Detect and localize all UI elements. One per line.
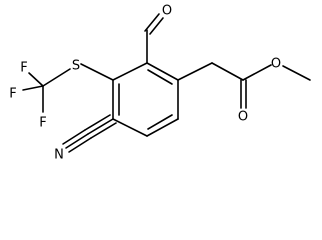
bond-methylene-to-carbonyl-carbon: [211, 62, 244, 81]
bond-ring-to-methylene: [177, 62, 213, 81]
ring-bond-c1-c2: [146, 62, 179, 81]
atom-label-formyl-oxygen: O: [162, 4, 172, 19]
bond-carbonyl-carbon-to-ether-oxygen: [242, 64, 272, 81]
bond-nitrile-triple-e: [62, 129, 86, 145]
ring-bond-c3-c4: [146, 118, 179, 137]
bond-ring-to-sulfur: [80, 63, 114, 81]
bond-sulfur-to-cf3-carbon: [42, 68, 71, 87]
atom-label-fluorine-1: F: [20, 61, 27, 76]
formyl-group: O: [144, 4, 172, 64]
bond-nitrile-triple-f: [68, 137, 92, 153]
bond-cf3-carbon-to-fluorine-1: [28, 72, 44, 87]
trifluoromethylthio-group: S F F F: [9, 59, 114, 131]
bond-formyl-double-a: [144, 13, 160, 32]
bond-nitrile-triple-a: [87, 118, 114, 135]
ring-bond-c4-c5: [112, 118, 148, 137]
bond-nitrile-triple-c: [90, 122, 117, 139]
atom-label-nitrile-nitrogen: N: [54, 148, 64, 163]
nitrile-group: N: [54, 114, 117, 163]
atom-label-sulfur: S: [72, 59, 80, 74]
chemical-structure: O S F F F N O O: [9, 4, 311, 163]
benzene-ring: [112, 62, 179, 137]
bond-nitrile-triple-d: [65, 133, 89, 149]
methyl-acetate-group: O O: [177, 57, 311, 125]
bond-formyl-double-b: [149, 17, 164, 35]
atom-label-fluorine-3: F: [39, 116, 46, 131]
ring-bond-c6-c1: [112, 62, 148, 81]
bond-cf3-carbon-to-fluorine-2: [22, 85, 44, 91]
atom-label-fluorine-2: F: [9, 87, 16, 102]
ring-double-bond-c3-c4: [147, 114, 173, 130]
ring-double-bond-c1-c2: [147, 69, 173, 85]
atom-label-ether-oxygen: O: [271, 57, 281, 72]
bond-nitrile-triple-b: [84, 114, 111, 131]
bond-ether-oxygen-to-methyl: [282, 65, 311, 81]
atom-label-carbonyl-oxygen: O: [238, 110, 248, 125]
